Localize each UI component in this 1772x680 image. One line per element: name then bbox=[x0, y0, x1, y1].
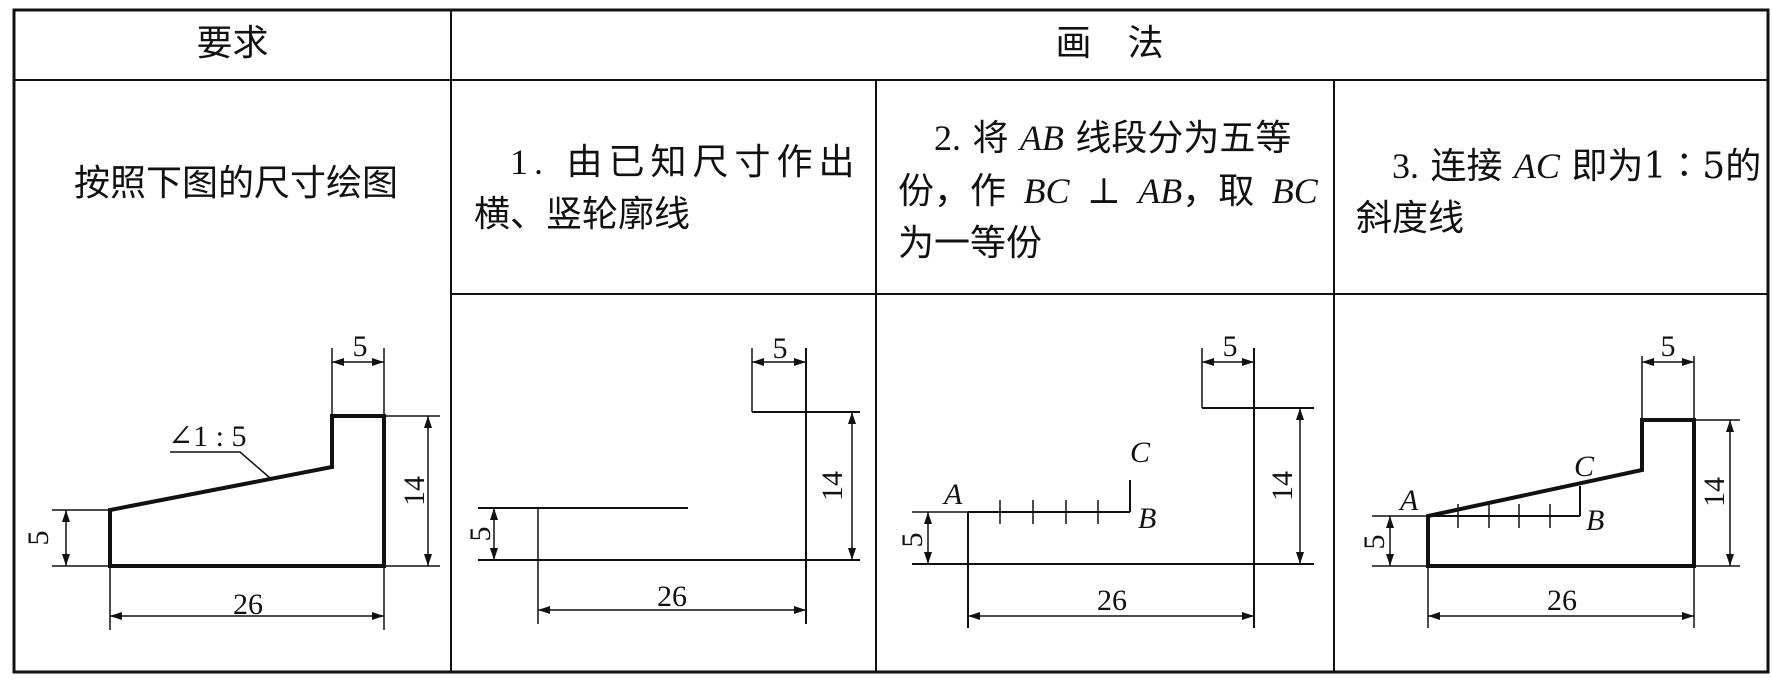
figure-step-1 bbox=[478, 348, 860, 624]
slope-leader bbox=[170, 451, 271, 479]
step2-point-b: B bbox=[1138, 502, 1156, 535]
step2-label-left-5: 5 bbox=[896, 533, 929, 548]
label-top-5: 5 bbox=[353, 330, 368, 363]
step-2-text: 2. 将 AB 线段分为五等 份，作 BC ⊥ AB，取 BC 为一等份 bbox=[898, 118, 1318, 264]
figure-step-2 bbox=[912, 348, 1314, 628]
header-method: 画 法 bbox=[1055, 23, 1164, 64]
step3-point-a: A bbox=[1398, 484, 1419, 517]
label-slope: ∠1 : 5 bbox=[168, 420, 246, 453]
step1-label-5: 5 bbox=[773, 332, 788, 365]
step3-slope-line-ac bbox=[1427, 469, 1643, 517]
required-outline bbox=[108, 414, 386, 568]
step2-point-a: A bbox=[942, 478, 963, 511]
label-14: 14 bbox=[398, 476, 431, 506]
step3-label-5: 5 bbox=[1661, 330, 1676, 363]
step3-outline bbox=[1426, 418, 1696, 568]
step1-label-26: 26 bbox=[657, 580, 687, 613]
step3-point-b: B bbox=[1586, 504, 1604, 537]
label-26: 26 bbox=[233, 588, 263, 621]
header-requirement: 要求 bbox=[196, 23, 269, 64]
step-1-text: 1. 由已知尺寸作出 横、竖轮廓线 bbox=[474, 142, 861, 235]
requirement-text: 按照下图的尺寸绘图 bbox=[74, 163, 399, 204]
table-border bbox=[12, 8, 1770, 674]
step2-label-5: 5 bbox=[1223, 330, 1238, 363]
step1-label-left-5: 5 bbox=[464, 527, 497, 542]
label-left-5: 5 bbox=[22, 531, 55, 546]
step-3-text: 3. 连接 AC 即为1∶5的 斜度线 bbox=[1356, 146, 1762, 239]
step2-label-26: 26 bbox=[1097, 584, 1127, 617]
step3-point-c: C bbox=[1574, 450, 1595, 483]
step3-label-26: 26 bbox=[1547, 584, 1577, 617]
figure-required bbox=[52, 348, 440, 630]
step3-label-14: 14 bbox=[1698, 477, 1731, 507]
step2-label-14: 14 bbox=[1266, 471, 1299, 501]
step1-label-14: 14 bbox=[816, 471, 849, 501]
step3-label-left-5: 5 bbox=[1358, 535, 1391, 550]
step2-point-c: C bbox=[1130, 436, 1151, 469]
